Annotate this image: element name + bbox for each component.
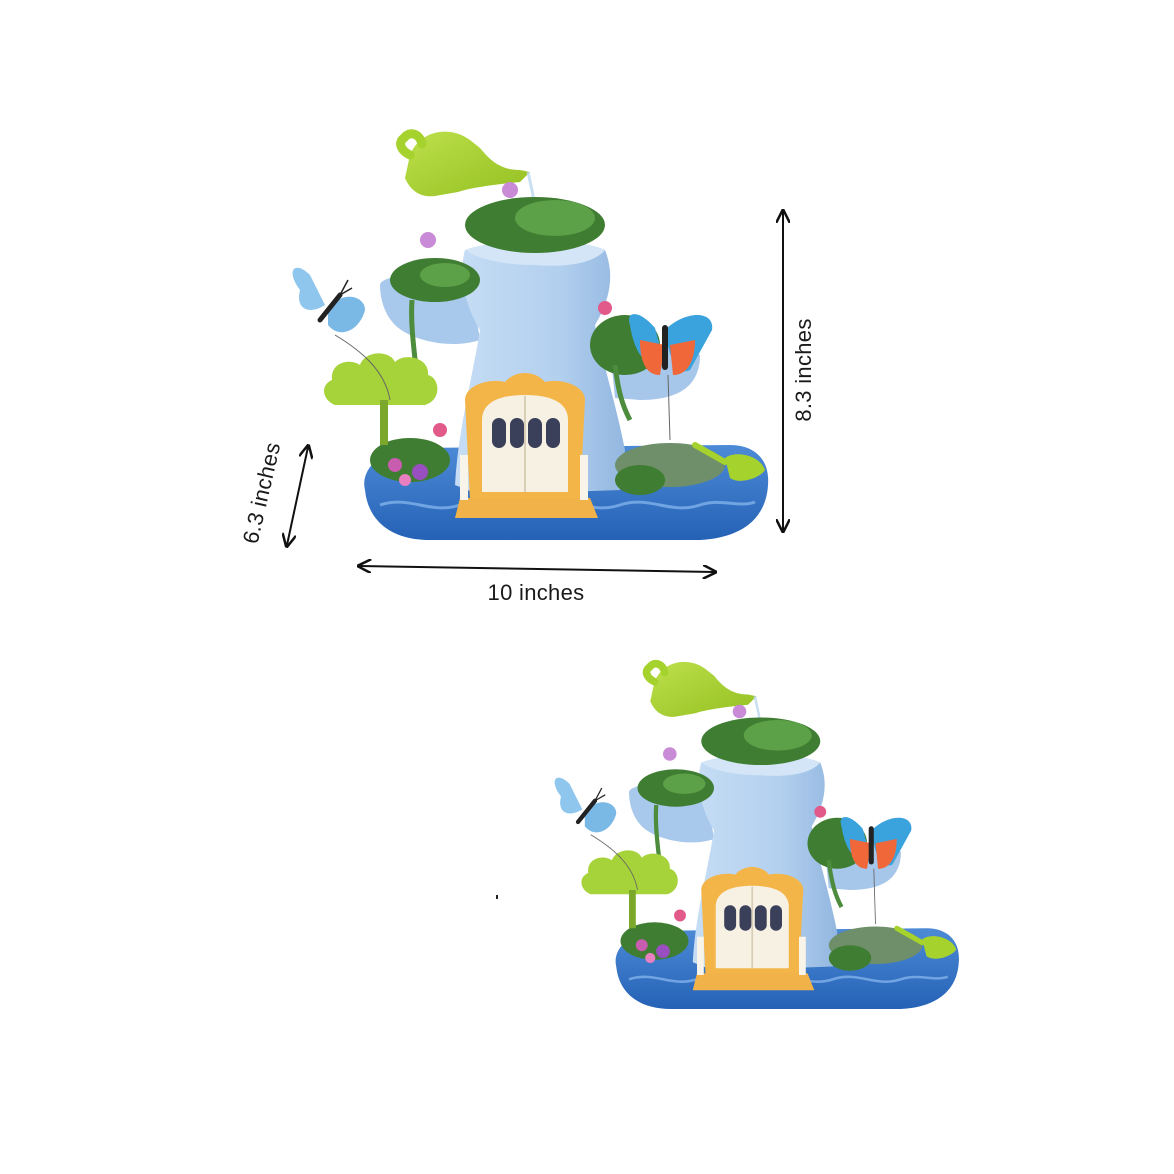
width-dimension-label: 10 inches <box>487 580 585 605</box>
height-dimension-label: 8.3 inches <box>791 318 816 422</box>
stray-mark <box>496 895 498 899</box>
product-large-view <box>293 132 769 540</box>
depth-arrow <box>287 447 308 545</box>
width-arrow <box>360 566 714 572</box>
product-small-view <box>555 662 959 1009</box>
